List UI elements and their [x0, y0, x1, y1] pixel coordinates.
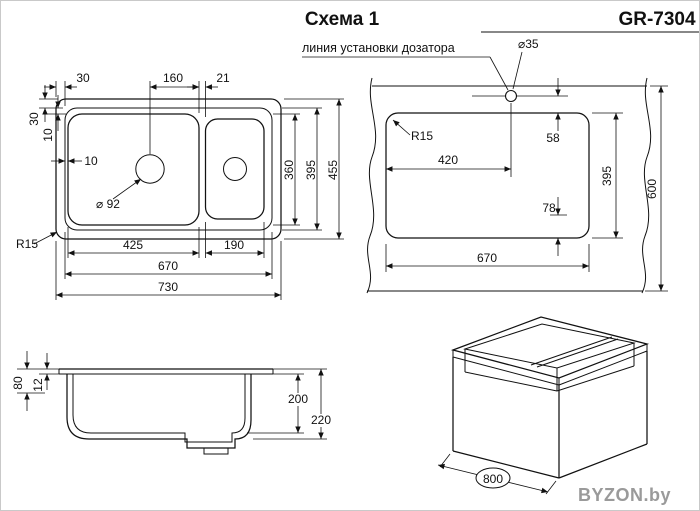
cutout-corner-radius-label: R15: [411, 129, 433, 143]
watermark: BYZON.by: [578, 485, 671, 505]
dim-670-label: 670: [158, 259, 178, 273]
hole-diameter-label: ⌀35: [518, 37, 539, 51]
bowl-inner-profile: [72, 374, 246, 443]
dim-12-label: 12: [31, 378, 45, 392]
dim-top-30-label: 30: [76, 71, 90, 85]
iso-cabinet-panels: [452, 351, 648, 479]
dim-drain-diameter-label: ⌀ 92: [96, 197, 120, 211]
iso-bowl-body: [464, 343, 635, 392]
cutout-extension-lines: [385, 85, 668, 292]
top-view-dimension-lines: [33, 84, 342, 298]
corner-radius-label: R15: [16, 237, 38, 251]
dim-360-label: 360: [282, 160, 296, 180]
section-dimension-lines: [24, 351, 324, 439]
iso-bowl-divider: [530, 336, 619, 368]
iso-bowl-opening: [463, 323, 636, 369]
dim-cutout-670-label: 670: [477, 251, 497, 265]
note-leader: [489, 56, 509, 91]
main-bowl: [67, 113, 200, 226]
sink-outer-outline: [55, 98, 282, 240]
dim-220-label: 220: [311, 413, 331, 427]
dim-left-30-label: 30: [27, 112, 41, 126]
dim-730-label: 730: [158, 280, 178, 294]
secondary-bowl: [204, 118, 265, 220]
dim-190-label: 190: [224, 238, 244, 252]
dim-600-label: 600: [645, 179, 659, 199]
break-line-right: [641, 77, 652, 294]
dim-21-label: 21: [216, 71, 230, 85]
break-line-left: [366, 77, 377, 294]
cutout-view: линия установки дозатора ⌀35: [302, 37, 668, 294]
main-drain-circle: [135, 154, 165, 184]
dim-80-label: 80: [11, 376, 25, 390]
dim-58-label: 58: [546, 131, 560, 145]
iso-rim-thickness: [452, 344, 648, 386]
dim-160-label: 160: [163, 71, 183, 85]
dim-200-label-bg: [285, 393, 311, 406]
section-view: 12 80 200 220: [11, 351, 334, 455]
dim-800-label: 800: [483, 472, 503, 486]
bowl-outer-profile: [66, 374, 252, 449]
isometric-view: 800: [437, 316, 650, 495]
dim-inner-10-label: 10: [84, 154, 98, 168]
hole-diameter-leader: [512, 51, 523, 90]
top-view: 30 160 21 30 10 10 ⌀ 92 360 395 455 425 …: [16, 71, 344, 300]
dim-200-label: 200: [288, 392, 308, 406]
header: Схема 1 GR-7304: [305, 9, 699, 33]
dim-425-label: 425: [123, 238, 143, 252]
dim-420-label: 420: [438, 153, 458, 167]
dim-cutout-395-label: 395: [600, 166, 614, 186]
dim-left-10-label: 10: [41, 128, 55, 142]
sink-rim-inner-edge: [64, 107, 273, 231]
dim-220-label-bg: [308, 414, 334, 427]
model-number: GR-7304: [618, 9, 696, 30]
dispenser-line-note: линия установки дозатора: [302, 41, 455, 55]
drain-fitting: [203, 447, 229, 455]
cutout-outline: [385, 112, 590, 239]
dim-455-label: 455: [326, 160, 340, 180]
dim-78-label: 78: [542, 201, 556, 215]
dim-395-label: 395: [304, 160, 318, 180]
secondary-drain-circle: [223, 157, 247, 181]
scheme-title: Схема 1: [305, 9, 380, 30]
dim-800-ellipse: [475, 467, 511, 489]
section-extension-lines: [17, 368, 327, 440]
cutout-dimension-lines: [386, 78, 664, 291]
dispenser-hole: [504, 89, 518, 103]
